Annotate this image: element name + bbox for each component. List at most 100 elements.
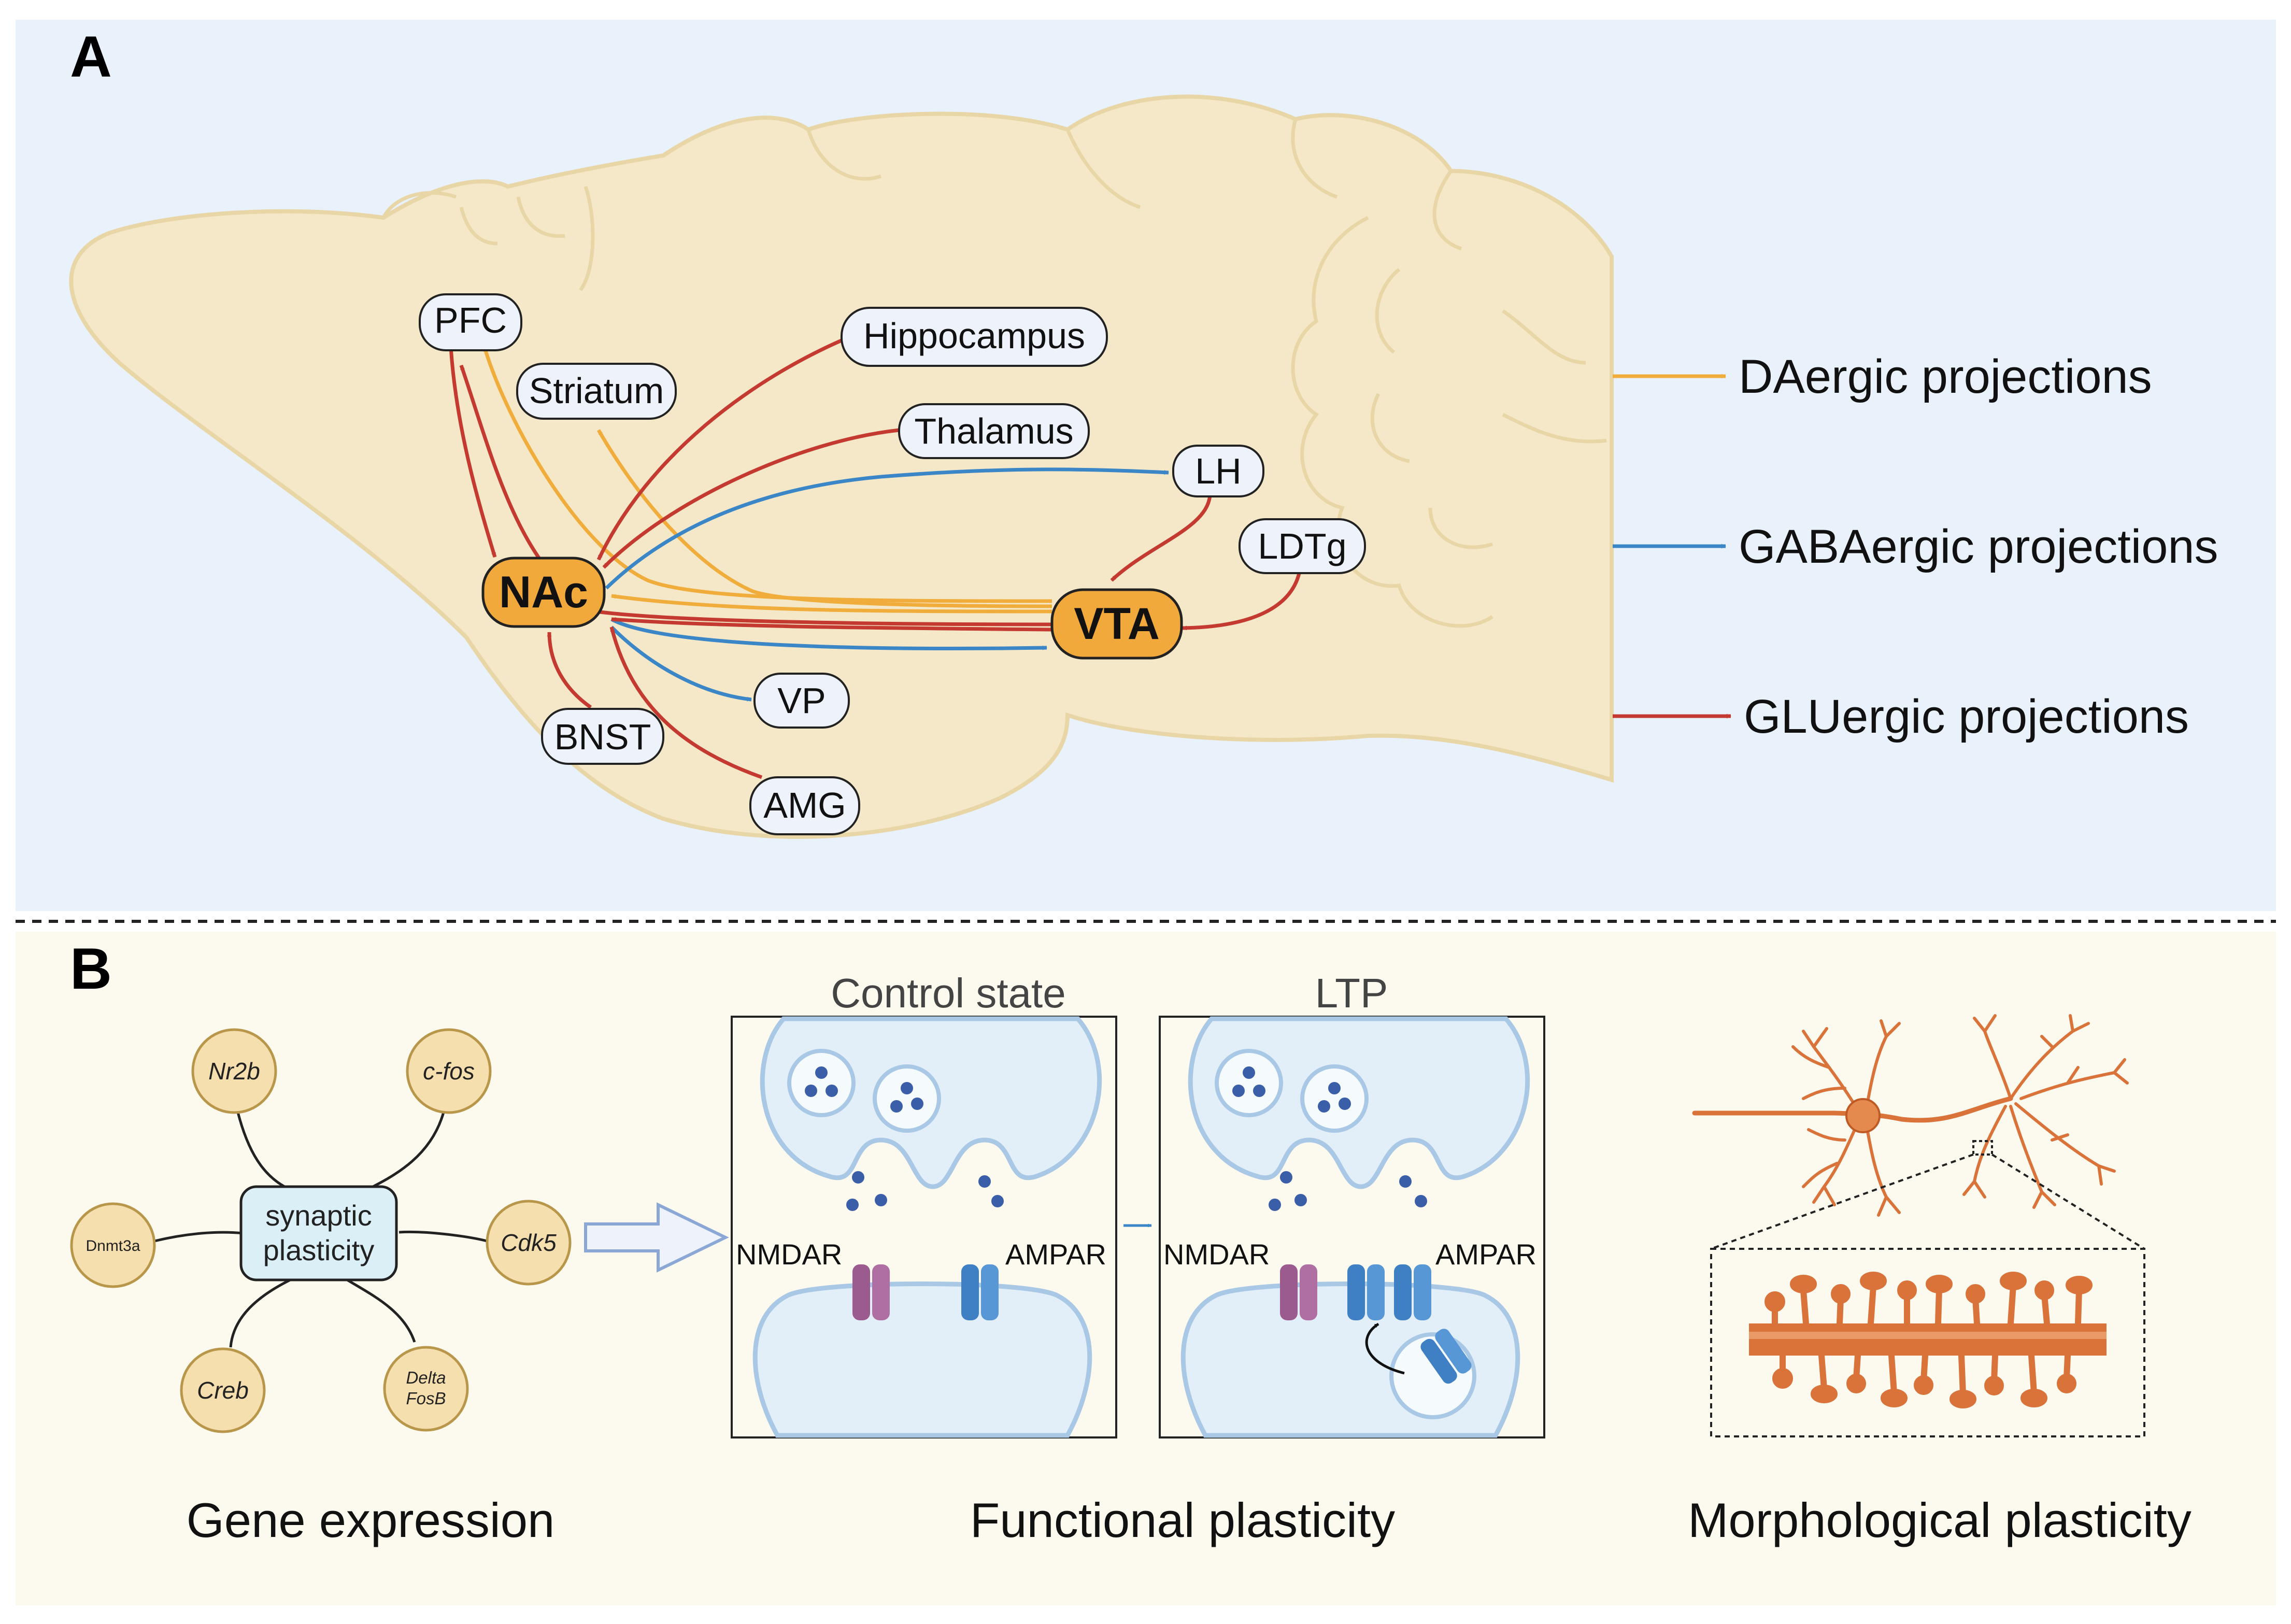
gene-creb-label: Creb: [197, 1377, 249, 1404]
glu-arrow-vta-nac: [611, 617, 1052, 632]
gene-deltafosb-label-line2: FosB: [406, 1389, 446, 1408]
gene-links: [154, 1103, 488, 1348]
nmdar-receptor-ltp: [1280, 1264, 1317, 1320]
insertion-arrow: [1365, 1322, 1405, 1375]
legend-item-da: DAergic projections: [1613, 350, 2152, 403]
region-vp-label: VP: [777, 680, 826, 721]
glu-arrow-thalamus-nac: [602, 428, 900, 569]
region-thalamus: Thalamus: [898, 403, 1090, 459]
cerebellum-folia: [1291, 216, 1607, 628]
da-arrow-vta-nac: [611, 594, 1052, 614]
neurotransmitter-dots-ltp: [1232, 1066, 1427, 1211]
gene-deltafosb: Delta FosB: [383, 1346, 469, 1432]
gene-hub: synaptic plasticity: [239, 1185, 398, 1281]
panel-b-letter: B: [70, 936, 112, 1001]
zoom-marker: [1972, 1140, 1993, 1156]
gene-cfos: c-fos: [406, 1028, 492, 1114]
control-ampar-label: AMPAR: [1005, 1238, 1106, 1271]
ampar-receptor-ltp-2: [1394, 1264, 1431, 1320]
region-hippocampus: Hippocampus: [841, 307, 1108, 367]
ltp-ampar-label: AMPAR: [1435, 1238, 1536, 1271]
da-arrow-vta-striatum: [596, 429, 1052, 608]
dendrite-shaft: [1749, 1272, 2107, 1408]
glu-arrow-lh-vta: [1110, 494, 1212, 582]
region-nac: NAc: [481, 557, 606, 628]
region-lh: LH: [1172, 445, 1264, 497]
zoom-line-right: [1991, 1153, 2145, 1250]
dendritic-spines: [1765, 1272, 2093, 1408]
gene-cfos-label: c-fos: [423, 1058, 475, 1085]
glu-arrow-vta-pfc: [459, 364, 1052, 626]
legend-item-glu: GLUergic projections: [1613, 690, 2189, 743]
glu-arrow-ldtg-vta: [1182, 564, 1303, 631]
region-vta: VTA: [1050, 588, 1183, 660]
ampar-receptor-ltp-1: [1347, 1264, 1385, 1320]
gene-hub-label-line1: synaptic: [265, 1199, 372, 1232]
dendrites-left: [1791, 1019, 1901, 1217]
synapse-control: NMDAR AMPAR: [731, 1016, 1117, 1438]
glu-arrow-bnst-nac: [547, 632, 592, 709]
region-hippocampus-label: Hippocampus: [863, 316, 1085, 356]
ampar-receptor: [961, 1264, 999, 1320]
region-bnst-label: BNST: [554, 717, 651, 757]
dendrites-right: [1962, 1014, 2129, 1209]
postsynaptic-terminal: [752, 1281, 1092, 1438]
gaba-arrow-nac-vp: [610, 625, 752, 702]
panel-a-letter: A: [70, 24, 112, 89]
glu-arrow-pfc-nac: [449, 347, 497, 558]
caption-functional-plasticity: Functional plasticity: [970, 1493, 1395, 1547]
neuron-soma: [1845, 1098, 1881, 1133]
region-amg-label: AMG: [763, 785, 846, 825]
synapse-ltp: NMDAR AMPAR: [1159, 1016, 1545, 1438]
region-pfc: PFC: [419, 293, 522, 351]
region-pfc-label: PFC: [434, 300, 507, 340]
gene-dnmt3a-label: Dnmt3a: [86, 1237, 140, 1255]
da-arrow-vta-pfc: [482, 346, 1052, 603]
gene-cdk5-label: Cdk5: [501, 1229, 557, 1256]
region-striatum: Striatum: [516, 363, 677, 420]
ampar-receptor-internalized: [1420, 1329, 1472, 1384]
gaba-arrow-nac-lh: [605, 467, 1169, 590]
da-projections: [482, 346, 1052, 614]
cortex-fold: [381, 119, 1462, 292]
gene-cdk5: Cdk5: [486, 1200, 572, 1286]
region-vta-label: VTA: [1074, 599, 1160, 649]
control-state-title: Control state: [831, 970, 1066, 1016]
nmdar-receptor: [852, 1264, 890, 1320]
legend: DAergic projections GABAergic projection…: [1613, 350, 2218, 743]
neurotransmitter-dots: [805, 1066, 1004, 1211]
region-bnst: BNST: [541, 708, 664, 765]
brain-illustration: [69, 94, 1614, 839]
hollow-arrow-icon: [584, 1202, 729, 1273]
region-striatum-label: Striatum: [529, 371, 664, 411]
gene-nr2b-label: Nr2b: [208, 1058, 260, 1085]
gene-hub-label-line2: plasticity: [263, 1234, 375, 1266]
gene-creb: Creb: [180, 1347, 266, 1433]
caption-gene-expression: Gene expression: [187, 1493, 555, 1547]
gaba-arrow-nac-vta: [610, 617, 1047, 650]
legend-item-gaba: GABAergic projections: [1613, 520, 2218, 573]
glu-arrow-hippocampus-nac: [596, 335, 851, 561]
brain-outline: [69, 94, 1614, 839]
neuron-illustration: [1692, 1014, 2129, 1217]
ltp-nmdar-label: NMDAR: [1163, 1238, 1270, 1271]
gaba-projections: [605, 467, 1169, 702]
legend-glu-label: GLUergic projections: [1744, 690, 2189, 743]
gene-deltafosb-label-line1: Delta: [406, 1368, 446, 1387]
glu-arrow-amg-nac: [609, 626, 763, 779]
region-ldtg-label: LDTg: [1258, 526, 1346, 566]
legend-da-label: DAergic projections: [1739, 350, 2152, 403]
legend-gaba-label: GABAergic projections: [1739, 520, 2218, 573]
control-nmdar-label: NMDAR: [736, 1238, 842, 1271]
region-thalamus-label: Thalamus: [914, 411, 1073, 451]
caption-morphological-plasticity: Morphological plasticity: [1688, 1493, 2192, 1547]
gene-network: synaptic plasticity Nr2b c-fos Dnmt3a Cd…: [70, 1028, 572, 1433]
region-lh-label: LH: [1195, 451, 1241, 491]
gene-nr2b: Nr2b: [191, 1028, 277, 1114]
region-vp: VP: [753, 673, 850, 729]
gene-dnmt3a: Dnmt3a: [70, 1202, 156, 1288]
region-amg: AMG: [749, 776, 860, 835]
region-nac-label: NAc: [499, 567, 588, 617]
region-ldtg: LDTg: [1239, 518, 1366, 574]
